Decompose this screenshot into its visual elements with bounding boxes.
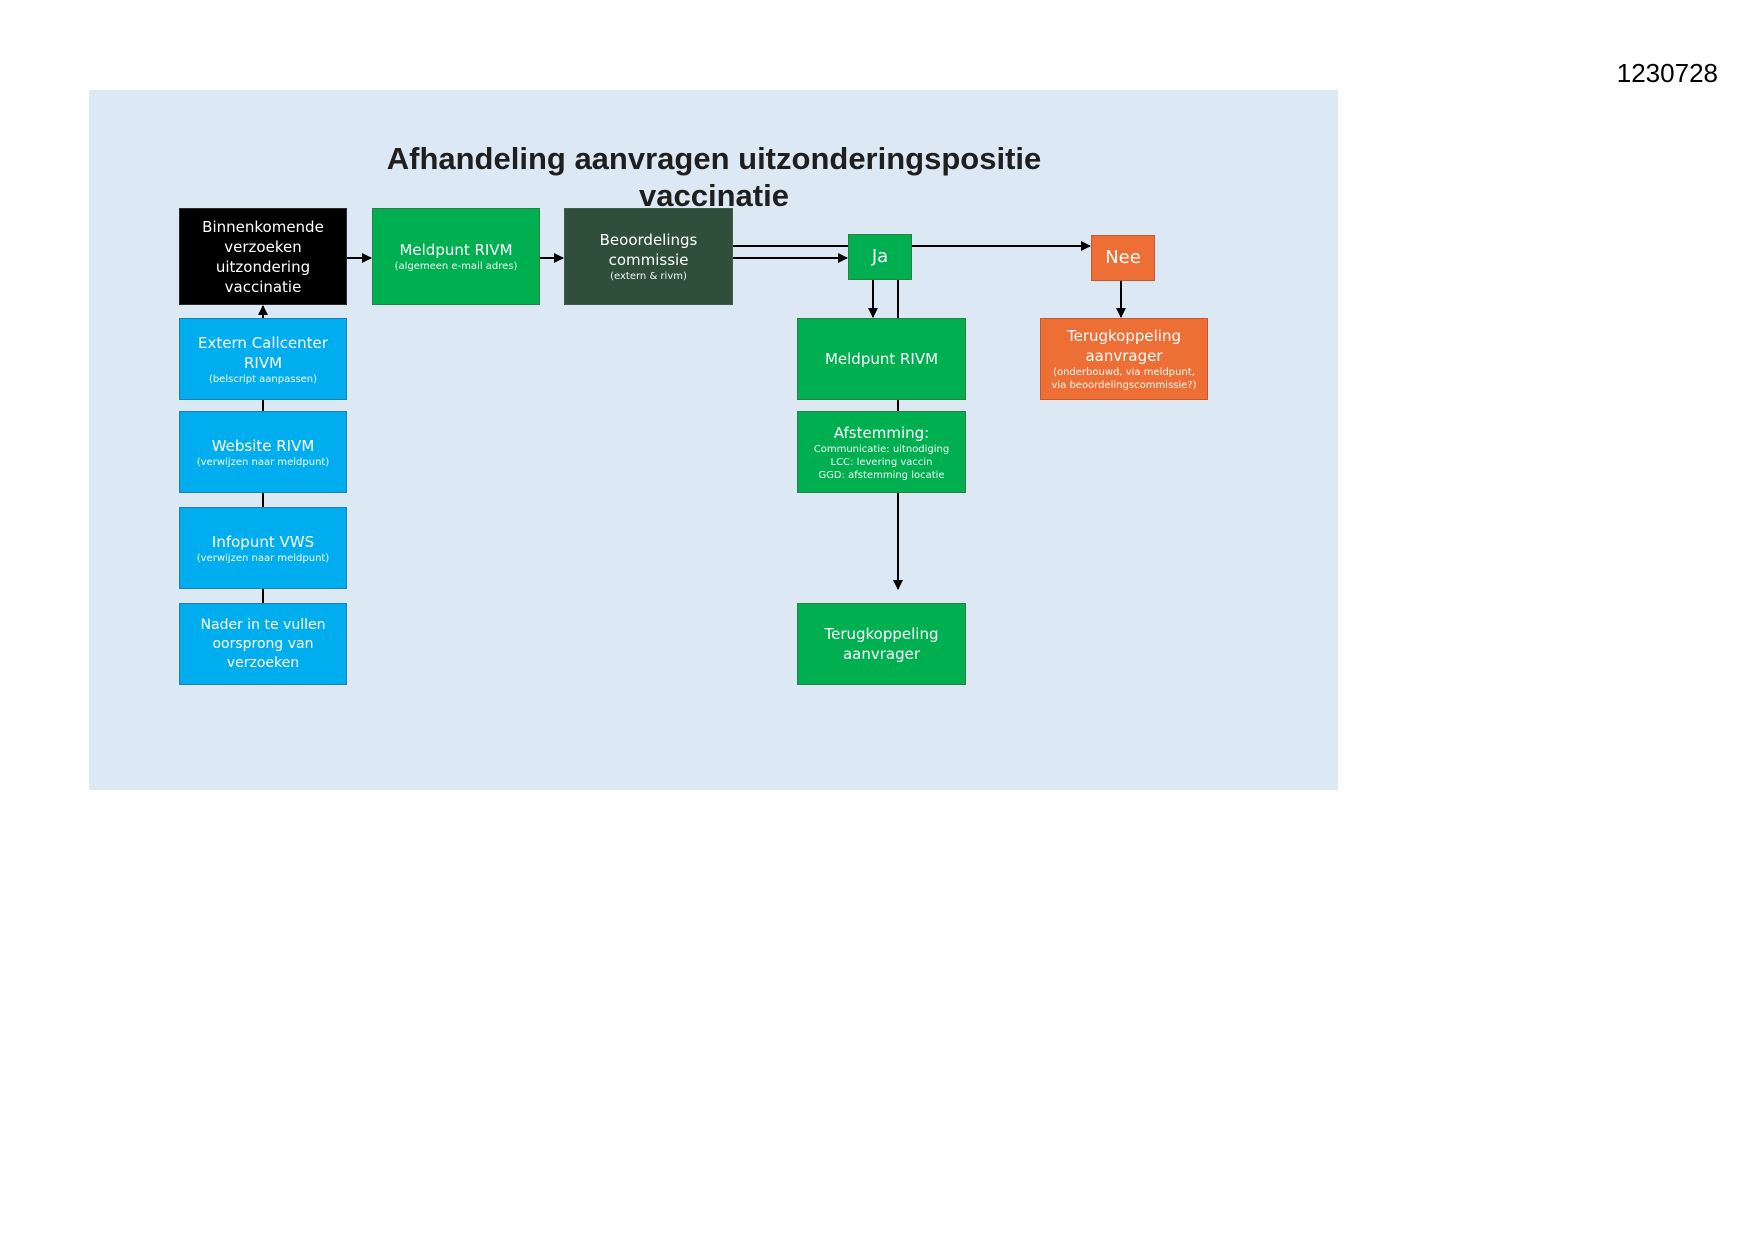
nee-node: Nee (1091, 235, 1155, 281)
terugkoppeling-ja-node: Terugkoppeling aanvrager (797, 603, 966, 685)
document-id-number: 1230728 (1616, 58, 1718, 88)
extern-callcenter-sublabel: (belscript aanpassen) (208, 373, 318, 385)
beoordelingscommissie-sublabel: (extern & rivm) (610, 271, 687, 282)
extern-callcenter-node: Extern Callcenter RIVM (belscript aanpas… (179, 318, 347, 400)
website-rivm-node: Website RIVM (verwijzen naar meldpunt) (179, 411, 347, 493)
extern-callcenter-label: Extern Callcenter RIVM (198, 333, 328, 372)
terugkoppeling-ja-label: Terugkoppeling aanvrager (824, 625, 939, 663)
terugkoppeling-nee-sublabel: (onderbouwd, via meldpunt, via beoordeli… (1051, 367, 1197, 391)
infopunt-vws-sublabel: (verwijzen naar meldpunt) (196, 552, 330, 564)
ja-node: Ja (848, 234, 912, 280)
afstemming-sublabel: Communicatie: uitnodiging LCC: levering … (813, 443, 950, 481)
incoming-requests-label: Binnenkomende verzoeken uitzondering vac… (202, 217, 324, 296)
afstemming-label: Afstemming: (833, 423, 930, 442)
infopunt-vws-label: Infopunt VWS (211, 532, 315, 551)
ja-label: Ja (871, 246, 889, 267)
beoordelingscommissie-node: Beoordelings commissie (extern & rivm) (564, 208, 733, 305)
beoordelingscommissie-label: Beoordelings commissie (599, 231, 698, 269)
terugkoppeling-nee-label: Terugkoppeling aanvrager (1066, 327, 1181, 365)
nee-label: Nee (1105, 247, 1141, 268)
diagram-title-line-2: vaccinatie (639, 178, 789, 213)
diagram-title: Afhandeling aanvragen uitzonderingsposit… (288, 140, 1140, 214)
website-rivm-label: Website RIVM (211, 436, 315, 455)
meldpunt-rivm-ja-node: Meldpunt RIVM (797, 318, 966, 400)
meldpunt-rivm-label: Meldpunt RIVM (399, 241, 513, 259)
nader-in-te-vullen-node: Nader in te vullen oorsprong van verzoek… (179, 603, 347, 685)
incoming-requests-node: Binnenkomende verzoeken uitzondering vac… (179, 208, 347, 305)
afstemming-node: Afstemming: Communicatie: uitnodiging LC… (797, 411, 966, 493)
meldpunt-rivm-node: Meldpunt RIVM (algemeen e-mail adres) (372, 208, 540, 305)
meldpunt-rivm-sublabel: (algemeen e-mail adres) (394, 261, 518, 272)
diagram-title-line-1: Afhandeling aanvragen uitzonderingsposit… (386, 141, 1042, 176)
terugkoppeling-nee-node: Terugkoppeling aanvrager (onderbouwd, vi… (1040, 318, 1208, 400)
website-rivm-sublabel: (verwijzen naar meldpunt) (196, 456, 330, 468)
nader-in-te-vullen-label: Nader in te vullen oorsprong van verzoek… (200, 616, 326, 671)
infopunt-vws-node: Infopunt VWS (verwijzen naar meldpunt) (179, 507, 347, 589)
meldpunt-rivm-ja-label: Meldpunt RIVM (824, 350, 939, 368)
